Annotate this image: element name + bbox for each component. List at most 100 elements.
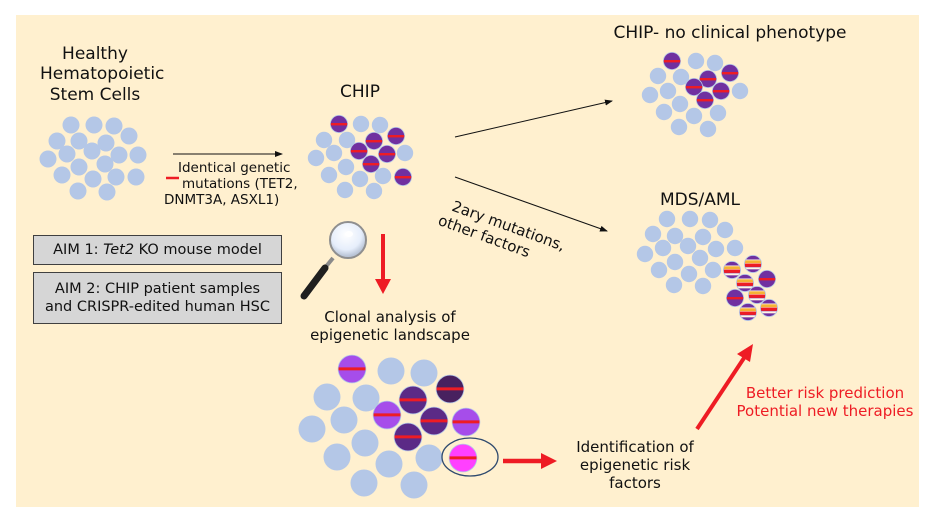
mutation-mark <box>663 60 681 63</box>
healthy-cell <box>671 95 689 113</box>
aim-1-gene: Tet2 <box>103 242 135 258</box>
healthy-cell <box>325 144 343 162</box>
healthy-cell <box>69 182 87 200</box>
healthy-cell <box>351 429 379 457</box>
outcome-line: Potential new therapies <box>736 402 914 420</box>
healthy-cell <box>400 471 428 499</box>
healthy-cell <box>351 170 369 188</box>
healthy-cell <box>83 142 101 160</box>
mutation-mark <box>699 78 717 81</box>
healthy-cell <box>687 52 705 70</box>
healthy-cell <box>694 277 712 295</box>
mutation-mark <box>696 99 714 102</box>
mutation-mark <box>394 176 412 179</box>
healthy-cell <box>336 181 354 199</box>
healthy-cell <box>53 166 71 184</box>
healthy-cell <box>120 127 138 145</box>
healthy-cell <box>666 227 684 245</box>
mutant-cell <box>744 255 762 273</box>
mutant-cell <box>387 127 405 145</box>
mutation-mark <box>436 387 464 391</box>
aim-2-line: and CRISPR-edited human HSC <box>44 299 271 316</box>
healthy-cell <box>48 132 66 150</box>
healthy-cell <box>84 170 102 188</box>
healthy-cell <box>352 115 370 133</box>
healthy-cell <box>330 406 358 434</box>
healthy-cell <box>641 86 659 104</box>
healthy-cell <box>694 228 712 246</box>
mutation-mark <box>721 72 739 75</box>
healthy-label-line: Stem Cells <box>49 84 141 105</box>
red-arrow-up-right <box>695 344 753 431</box>
epigenetic-landscape-cell-cluster <box>298 354 481 499</box>
mutation-mark <box>394 435 422 439</box>
clonal-analysis-line: epigenetic landscape <box>310 326 470 344</box>
chip-no-phenotype-label: CHIP- no clinical phenotype <box>613 23 847 43</box>
mutation-mark <box>338 367 366 371</box>
healthy-cell <box>410 359 438 387</box>
mutation-mark <box>399 398 427 402</box>
mutation-legend-line: DNMT3A, ASXL1) <box>164 192 280 209</box>
red-arrow-down <box>375 234 391 294</box>
mutant-cell <box>726 289 744 307</box>
healthy-cell <box>650 261 668 279</box>
healthy-cell <box>685 107 703 125</box>
mutant-cell <box>760 299 778 317</box>
mutation-mark <box>350 150 368 153</box>
mutation-mark <box>758 278 776 281</box>
aim-1-suffix: KO mouse model <box>134 242 262 258</box>
healthy-cell <box>701 211 719 229</box>
outcome-line: Better risk prediction <box>745 384 905 402</box>
healthy-cell <box>644 225 662 243</box>
identification-line: factors <box>609 474 661 492</box>
mutant-cell <box>330 115 348 133</box>
healthy-cell <box>338 131 356 149</box>
healthy-cell <box>96 155 114 173</box>
healthy-cell <box>731 82 749 100</box>
mutation-mark <box>330 123 348 126</box>
healthy-cell <box>350 469 378 497</box>
healthy-cell <box>680 265 698 283</box>
mutant-cell <box>337 354 367 384</box>
aim-1-box: AIM 1: Tet2 KO mouse model <box>33 235 282 265</box>
healthy-cell <box>659 82 677 100</box>
identification-label: Identification of epigenetic risk factor… <box>565 438 705 492</box>
mutant-cell <box>448 443 478 473</box>
healthy-cell <box>704 261 722 279</box>
mutation-mark <box>685 86 703 89</box>
mutant-cell <box>419 406 449 436</box>
healthy-cell <box>374 167 392 185</box>
chip-label: CHIP <box>340 82 380 102</box>
healthy-cell <box>691 249 709 267</box>
mutant-cell <box>758 270 776 288</box>
healthy-cell <box>415 444 443 472</box>
arrow-chip-to-no-phenotype <box>454 99 613 138</box>
mutation-mark <box>373 413 401 417</box>
healthy-cell <box>679 237 697 255</box>
healthy-cell <box>377 357 405 385</box>
healthy-cell <box>70 132 88 150</box>
healthy-label-line: Healthy <box>62 44 128 64</box>
healthy-cell <box>665 276 683 294</box>
healthy-cell <box>649 67 667 85</box>
healthy-cell <box>58 145 76 163</box>
healthy-cell <box>699 120 717 138</box>
mutant-cell <box>739 303 757 321</box>
healthy-cell <box>396 144 414 162</box>
mutant-cell <box>394 168 412 186</box>
healthy-cell <box>352 384 380 412</box>
healthy-cell <box>85 116 103 134</box>
healthy-cell <box>127 168 145 186</box>
mutant-cell <box>723 261 741 279</box>
mds-aml-label: MDS/AML <box>659 190 741 210</box>
mutation-mark <box>449 456 477 460</box>
mutation-mark <box>452 420 480 424</box>
mutation-mark <box>726 297 744 300</box>
chip-no-phenotype-cell-cluster <box>641 52 749 138</box>
healthy-cell <box>726 239 744 257</box>
mutant-cell <box>435 374 465 404</box>
mutant-cell <box>451 407 481 437</box>
healthy-cell <box>666 253 684 271</box>
mutant-cell <box>350 142 368 160</box>
identification-line: Identification of <box>576 438 694 456</box>
